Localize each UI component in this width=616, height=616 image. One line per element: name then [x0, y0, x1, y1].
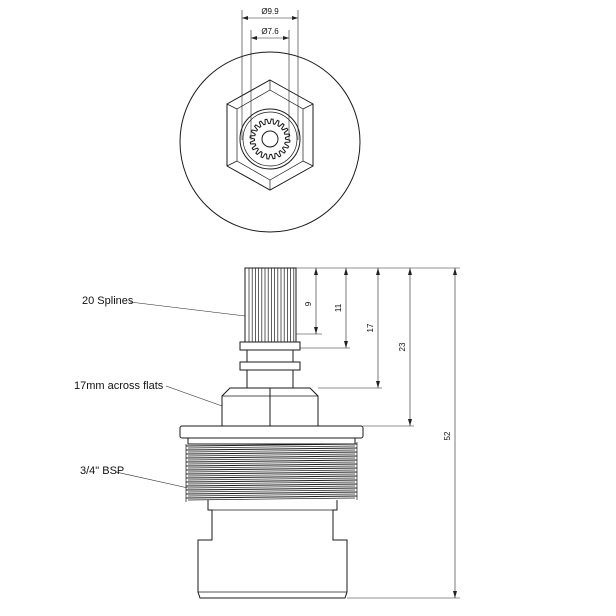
callout-splines: 20 Splines [82, 295, 134, 307]
washer-inner-circle [242, 111, 298, 167]
leader-line [129, 301, 246, 317]
collar-stem [246, 349, 294, 363]
hex-corner-line [226, 160, 238, 167]
thread-line [187, 469, 356, 473]
leader-line [115, 471, 189, 489]
thread-line [185, 451, 358, 455]
thread-line [187, 485, 356, 489]
thread-line [187, 461, 356, 465]
thread-line [185, 459, 358, 463]
dim-text-9: 9 [304, 301, 313, 306]
top-view: Ø9.9 Ø7.6 [179, 7, 361, 233]
arrowhead [376, 381, 380, 388]
thread-line [187, 489, 356, 493]
thread-line [187, 449, 356, 453]
thread-line [187, 445, 356, 449]
dim-inner-diameter: Ø7.6 [261, 27, 279, 36]
arrowhead [292, 16, 298, 20]
hex-nut-inner-outline [236, 89, 304, 181]
thread-line [185, 483, 358, 487]
spline-gear [249, 118, 291, 160]
dim-text-11: 11 [334, 303, 343, 312]
thread-line [185, 479, 358, 483]
thread-line [185, 475, 358, 479]
dim-text-23: 23 [398, 342, 407, 351]
leader-line [165, 385, 223, 407]
arrowhead [314, 268, 318, 275]
arrowhead [344, 341, 348, 348]
spline-grooves [248, 268, 295, 342]
spline-bore [261, 130, 279, 148]
bsp-thread [185, 442, 358, 502]
arrowhead [344, 268, 348, 275]
arrowhead [376, 268, 380, 275]
thread-line [185, 471, 358, 475]
thread-line [185, 443, 358, 447]
dim-text-52: 52 [443, 431, 452, 440]
thread-line [187, 493, 356, 497]
thread-line [185, 455, 358, 459]
top-view-outer-circle [179, 51, 361, 233]
upper-collar [239, 341, 301, 351]
arrowhead [408, 268, 412, 275]
hex-corner-line [226, 103, 238, 110]
thread-line [187, 465, 356, 469]
thread-line [187, 473, 356, 477]
callout-thread: 3/4" BSP [80, 465, 124, 477]
thread-line [185, 447, 358, 451]
spline-shaft [244, 267, 297, 343]
arrowhead [453, 591, 457, 598]
thread-line [187, 497, 356, 501]
flange [179, 425, 364, 439]
thread-line [185, 463, 358, 467]
thread-line [185, 495, 358, 499]
side-view: 20 Splines 17mm across flats 3/4" BSP 9 … [74, 267, 460, 599]
thread-line [187, 453, 356, 457]
hex-corner-line [302, 160, 314, 167]
dim-outer-diameter: Ø9.9 [261, 7, 279, 16]
arrowhead [408, 419, 412, 426]
callout-flats: 17mm across flats [74, 380, 164, 392]
arrowhead [283, 36, 289, 40]
arrowhead [453, 268, 457, 275]
thread-line [187, 457, 356, 461]
lower-body [197, 500, 348, 599]
hex-corner-line [302, 103, 314, 110]
washer-circle [239, 108, 301, 170]
thread-line [185, 487, 358, 491]
thread-line [185, 491, 358, 495]
collar-stem-lower [246, 369, 294, 389]
flange-step [187, 437, 356, 445]
arrowhead [251, 36, 257, 40]
lower-collar [239, 361, 301, 371]
thread-line [185, 467, 358, 471]
arrowhead [242, 16, 248, 20]
arrowhead [314, 327, 318, 334]
thread-line [187, 477, 356, 481]
dim-text-17: 17 [366, 323, 375, 332]
thread-line [187, 481, 356, 485]
